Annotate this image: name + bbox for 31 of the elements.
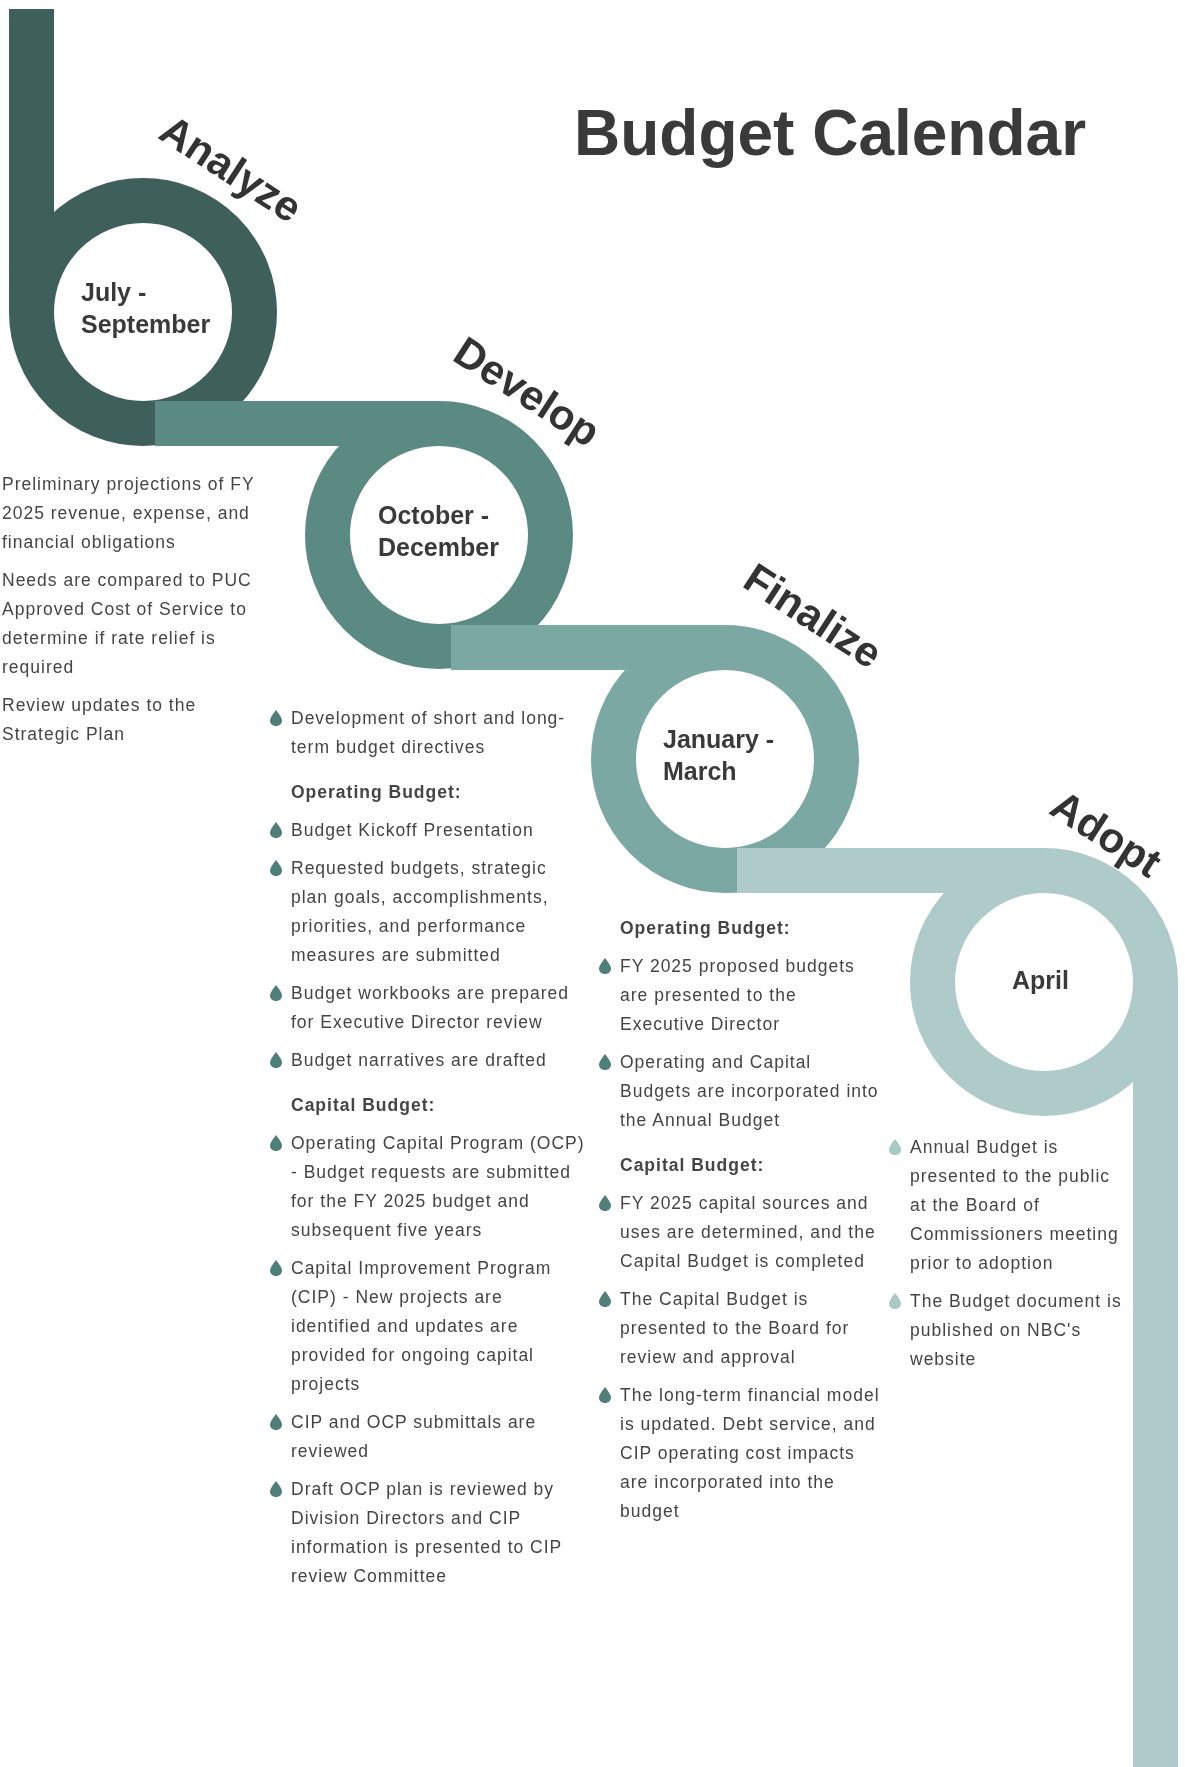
bullet-text: Budget Kickoff Presentation bbox=[291, 819, 535, 842]
date-range: April bbox=[1012, 965, 1070, 996]
date-range: October - December bbox=[378, 500, 500, 563]
bullet-text: Budget workbooks are prepared for Executive Director review bbox=[291, 982, 571, 1034]
bullet-text: Draft OCP plan is reviewed by Division Directors and CIP information is presented to CIP review Committee bbox=[291, 1478, 563, 1588]
section-heading: Capital Budget: bbox=[620, 1154, 766, 1177]
section-heading: Operating Budget: bbox=[291, 781, 463, 804]
bullet-text: Budget narratives are drafted bbox=[291, 1049, 548, 1072]
date-range: January - March bbox=[663, 724, 776, 787]
ribbon-band bbox=[155, 401, 439, 446]
section-heading: Capital Budget: bbox=[291, 1094, 437, 1117]
description-text: Review updates to the Strategic Plan bbox=[2, 694, 198, 746]
description-text: Needs are compared to PUC Approved Cost of Service to determine if rate relief is required bbox=[2, 569, 253, 679]
bullet-text: Capital Improvement Program (CIP) - New projects are identified and updates are provided for ongoing capital projects bbox=[291, 1257, 553, 1396]
bullet-text: CIP and OCP submittals are reviewed bbox=[291, 1411, 538, 1463]
ribbon-band bbox=[451, 625, 725, 670]
bullet-text: Development of short and long-term budget directives bbox=[291, 707, 567, 759]
bullet-text: Operating and Capital Budgets are incorporated into the Annual Budget bbox=[620, 1051, 880, 1132]
ribbon-band bbox=[737, 848, 1044, 893]
bullet-text: Annual Budget is presented to the public at the Board of Commissioners meeting prior to adoption bbox=[910, 1136, 1120, 1275]
date-range: July - September bbox=[81, 277, 212, 340]
bullet-text: FY 2025 capital sources and uses are determined, and the Capital Budget is completed bbox=[620, 1192, 877, 1273]
section-heading: Operating Budget: bbox=[620, 917, 792, 940]
bullet-text: FY 2025 proposed budgets are presented to the Executive Director bbox=[620, 955, 856, 1036]
bullet-text: The long-term financial model is updated. Debt service, and CIP operating cost impacts are incorporated into the budget bbox=[620, 1384, 881, 1523]
description-text: Preliminary projections of FY 2025 revenue, expense, and financial obligations bbox=[2, 473, 256, 554]
bullet-text: Operating Capital Program (OCP) - Budget requests are submitted for the FY 2025 budget and subsequent five years bbox=[291, 1132, 586, 1242]
diagram-title: Budget Calendar bbox=[572, 96, 1088, 170]
bullet-text: The Budget document is published on NBC's website bbox=[910, 1290, 1123, 1371]
bullet-text: Requested budgets, strategic plan goals, accomplishments, priorities, and performance measures are submitted bbox=[291, 857, 550, 967]
bullet-text: The Capital Budget is presented to the Board for review and approval bbox=[620, 1288, 851, 1369]
